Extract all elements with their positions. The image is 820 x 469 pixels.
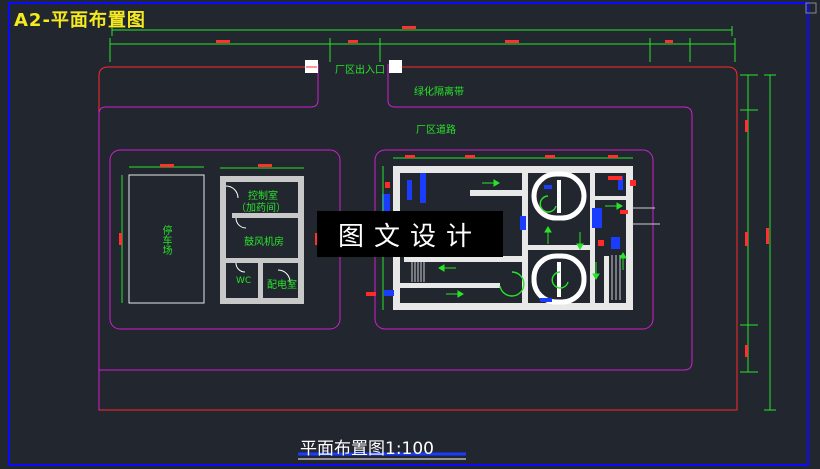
sheet-title: A2-平面布置图 — [14, 10, 146, 31]
wc-label: WC — [236, 276, 252, 286]
circular-flow-arrows — [499, 195, 569, 297]
door-swings — [225, 185, 291, 283]
screen-grating — [411, 207, 660, 300]
valve-markers — [366, 176, 636, 296]
oxidation-ditch-bottom — [531, 253, 587, 305]
road-boundary-right — [99, 64, 693, 371]
corner-mark — [805, 2, 817, 14]
site-boundary — [98, 66, 738, 411]
dimension-tick-marks — [216, 26, 673, 43]
parking-lot — [128, 174, 205, 304]
top-dimension — [109, 26, 736, 62]
watermark-banner: 图文设计 — [317, 211, 503, 257]
distribution-room-label: 配电室 — [267, 280, 297, 291]
road-label: 厂区道路 — [416, 125, 456, 136]
oxidation-ditch-top — [531, 171, 587, 221]
flow-arrows — [438, 179, 627, 298]
green-belt-label: 绿化隔离带 — [414, 87, 464, 98]
control-room-label: 控制室 — [248, 191, 278, 202]
blower-room-label: 鼓风机房 — [244, 237, 284, 248]
parking-label: 停车场 — [160, 225, 171, 255]
entrance-label: 厂区出入口 — [335, 65, 385, 76]
gate-post-right — [389, 60, 402, 73]
right-dimension-marks — [745, 120, 769, 357]
drawing-title: 平面布置图1:100 — [300, 439, 434, 459]
building-walls — [220, 176, 304, 304]
outer-frame — [8, 2, 809, 466]
dosing-room-label: （加药间） — [236, 203, 286, 214]
road-boundary — [98, 64, 319, 410]
